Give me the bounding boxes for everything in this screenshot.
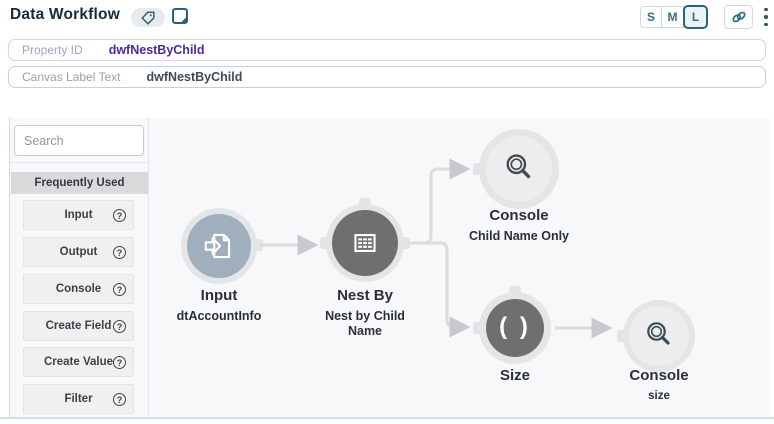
node-caption-console-top: Console Child Name Only — [468, 207, 570, 243]
help-icon[interactable]: ? — [113, 393, 126, 406]
node-caption-input: Input dtAccountInfo — [176, 287, 262, 323]
palette-item-input[interactable]: Input ? — [23, 200, 134, 230]
node-caption-nest-by: Nest By Nest by Child Name — [325, 287, 405, 338]
size-button-l[interactable]: L — [683, 5, 708, 29]
workflow-edges — [260, 158, 613, 339]
tag-button[interactable] — [131, 8, 165, 27]
help-icon[interactable]: ? — [113, 283, 126, 296]
canvas-label-field[interactable]: Canvas Label Text dwfNestByChild — [8, 66, 766, 88]
canvas-label-label: Canvas Label Text — [22, 70, 121, 84]
size-button-m[interactable]: M — [662, 6, 684, 28]
palette-item-create-value[interactable]: Create Value ? — [23, 347, 134, 377]
help-icon[interactable]: ? — [113, 209, 126, 222]
search-input[interactable] — [14, 125, 144, 156]
palette-section-header: Frequently Used — [11, 172, 148, 194]
node-console-top[interactable] — [479, 129, 559, 209]
palette-item-create-field[interactable]: Create Field ? — [23, 311, 134, 341]
help-icon[interactable]: ? — [113, 356, 126, 369]
magnifier-icon — [500, 150, 538, 188]
help-icon[interactable]: ? — [113, 320, 126, 333]
palette-divider — [10, 162, 149, 163]
node-palette: Frequently Used Input ? Output ? Console… — [10, 118, 149, 417]
page-title: Data Workflow — [10, 6, 120, 23]
node-caption-size: Size — [499, 367, 530, 384]
help-icon[interactable]: ? — [113, 246, 126, 259]
parentheses-icon: ( ) — [499, 312, 531, 340]
palette-item-console[interactable]: Console ? — [23, 274, 134, 304]
header: Data Workflow S M L — [0, 0, 774, 34]
node-console-bottom[interactable] — [623, 300, 695, 372]
node-size[interactable]: ( ) — [479, 292, 551, 364]
palette-item-filter[interactable]: Filter ? — [23, 384, 134, 414]
bottom-divider — [0, 417, 774, 419]
palette-item-output[interactable]: Output ? — [23, 237, 134, 267]
property-id-label: Property ID — [22, 43, 83, 57]
node-input[interactable] — [181, 208, 257, 284]
property-id-field[interactable]: Property ID dwfNestByChild — [8, 39, 766, 61]
link-icon — [731, 10, 747, 24]
note-button[interactable] — [171, 7, 189, 25]
kebab-menu-icon[interactable] — [762, 8, 770, 26]
property-id-value: dwfNestByChild — [108, 43, 205, 57]
magnifier-icon — [641, 318, 677, 354]
canvas-size-toggle: S M L — [640, 5, 708, 29]
note-icon — [171, 7, 189, 25]
size-button-s[interactable]: S — [640, 6, 662, 28]
table-icon — [347, 225, 383, 261]
node-nest-by[interactable] — [326, 204, 404, 282]
node-caption-console-bottom: Console size — [629, 367, 689, 402]
link-button[interactable] — [724, 5, 753, 29]
canvas-label-value: dwfNestByChild — [146, 70, 243, 84]
tag-icon — [141, 10, 155, 25]
import-icon — [201, 228, 237, 264]
workflow-canvas[interactable]: Frequently Used Input ? Output ? Console… — [9, 118, 770, 417]
